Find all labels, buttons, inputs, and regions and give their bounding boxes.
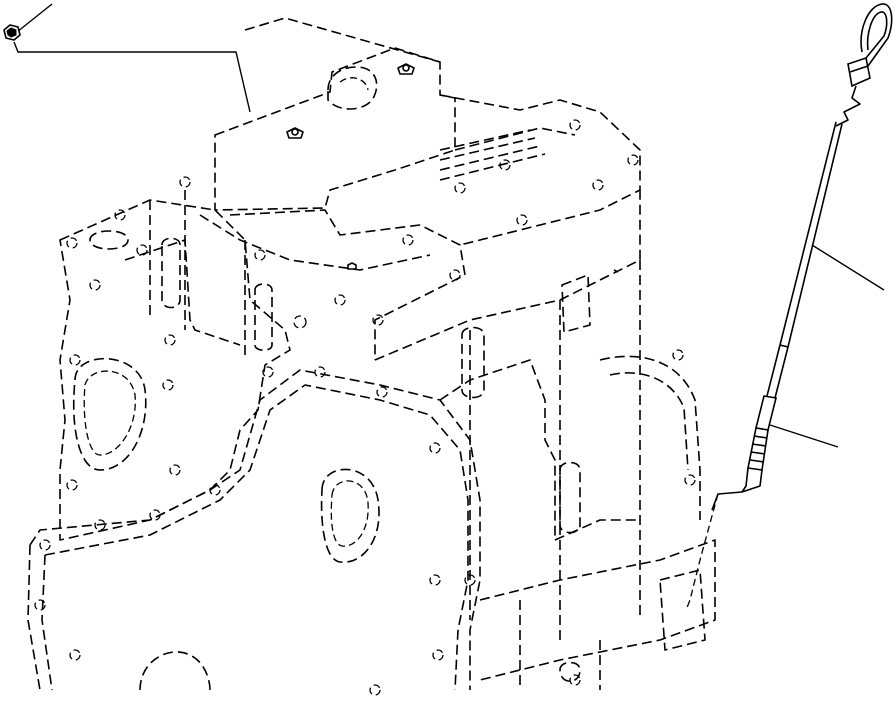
dipstick-rod-mid bbox=[766, 344, 789, 399]
valve-cover bbox=[214, 47, 456, 211]
block-slot-upper bbox=[461, 326, 485, 399]
housing-bore-outer bbox=[72, 357, 147, 471]
dipstick-leader bbox=[811, 244, 885, 291]
block-right-face bbox=[469, 260, 641, 640]
oil-pan-rail bbox=[479, 539, 716, 681]
dipstick-boss bbox=[659, 569, 706, 651]
dipstick-handle-loop-inner bbox=[865, 11, 888, 59]
dipstick-tube-connector bbox=[711, 491, 743, 511]
right-leaders bbox=[769, 244, 885, 448]
block-lower-bosses bbox=[559, 661, 581, 683]
bolt-holes bbox=[34, 119, 696, 696]
dipstick-handle-loop bbox=[860, 3, 893, 67]
valve-cover-top-edge bbox=[244, 17, 441, 63]
dipstick-collar-ring bbox=[849, 65, 869, 73]
block-square-boss bbox=[561, 274, 591, 333]
top-left-hub bbox=[89, 230, 129, 250]
thread-marks bbox=[749, 435, 768, 463]
block-bulge-inner bbox=[609, 372, 689, 471]
cylinder-head-top bbox=[439, 94, 641, 246]
dipstick-rod-left bbox=[779, 121, 837, 346]
slotted-bracket-mid bbox=[254, 283, 273, 352]
dipstick-rod-right bbox=[787, 123, 843, 348]
engine-block-outline bbox=[27, 17, 716, 691]
dipstick-tube-hidden bbox=[685, 493, 719, 611]
head-edge-stripes bbox=[439, 129, 546, 181]
front-seal-inner bbox=[330, 480, 369, 547]
block-lower-right bbox=[519, 600, 601, 690]
oil-filler-cap bbox=[327, 66, 378, 110]
head-gasket-line bbox=[229, 209, 466, 360]
dipstick-tube-thread bbox=[747, 427, 769, 471]
dipstick-part bbox=[685, 3, 893, 611]
dipstick-tube-tip bbox=[741, 467, 763, 493]
dipstick-kink bbox=[835, 85, 861, 127]
block-right-top bbox=[374, 190, 641, 361]
timing-cover-inner bbox=[44, 384, 469, 691]
block-rib-2 bbox=[554, 519, 640, 541]
timing-cover-left-edge bbox=[27, 544, 53, 691]
gear-housing-vertical bbox=[149, 190, 246, 360]
housing-bore-inner bbox=[83, 370, 136, 456]
tiny-tick bbox=[613, 269, 619, 273]
block-bulge bbox=[599, 355, 701, 520]
dipstick-tube-upper bbox=[755, 395, 777, 431]
head-nut-marks bbox=[286, 63, 415, 270]
tube-leader bbox=[769, 424, 839, 448]
slotted-bracket-left bbox=[161, 237, 181, 309]
dipstick-collar bbox=[847, 56, 871, 88]
crank-pulley-arch bbox=[139, 651, 211, 691]
cylinder-head-ridge bbox=[454, 127, 576, 151]
front-seal-outer bbox=[320, 468, 380, 563]
dipstick-rod-end bbox=[779, 344, 789, 348]
oil-filler-cap-inner bbox=[339, 77, 369, 91]
timing-cover bbox=[29, 369, 481, 690]
hex-nut-icon bbox=[3, 24, 21, 41]
gear-housing-plate bbox=[124, 239, 241, 346]
head-lower-band bbox=[199, 214, 431, 271]
cap-nut-leader-lower bbox=[13, 41, 251, 113]
block-rib-1 bbox=[439, 359, 556, 540]
block-slot-lower bbox=[559, 461, 581, 534]
front-gear-housing bbox=[59, 199, 291, 541]
cap-nut-part bbox=[3, 3, 251, 113]
